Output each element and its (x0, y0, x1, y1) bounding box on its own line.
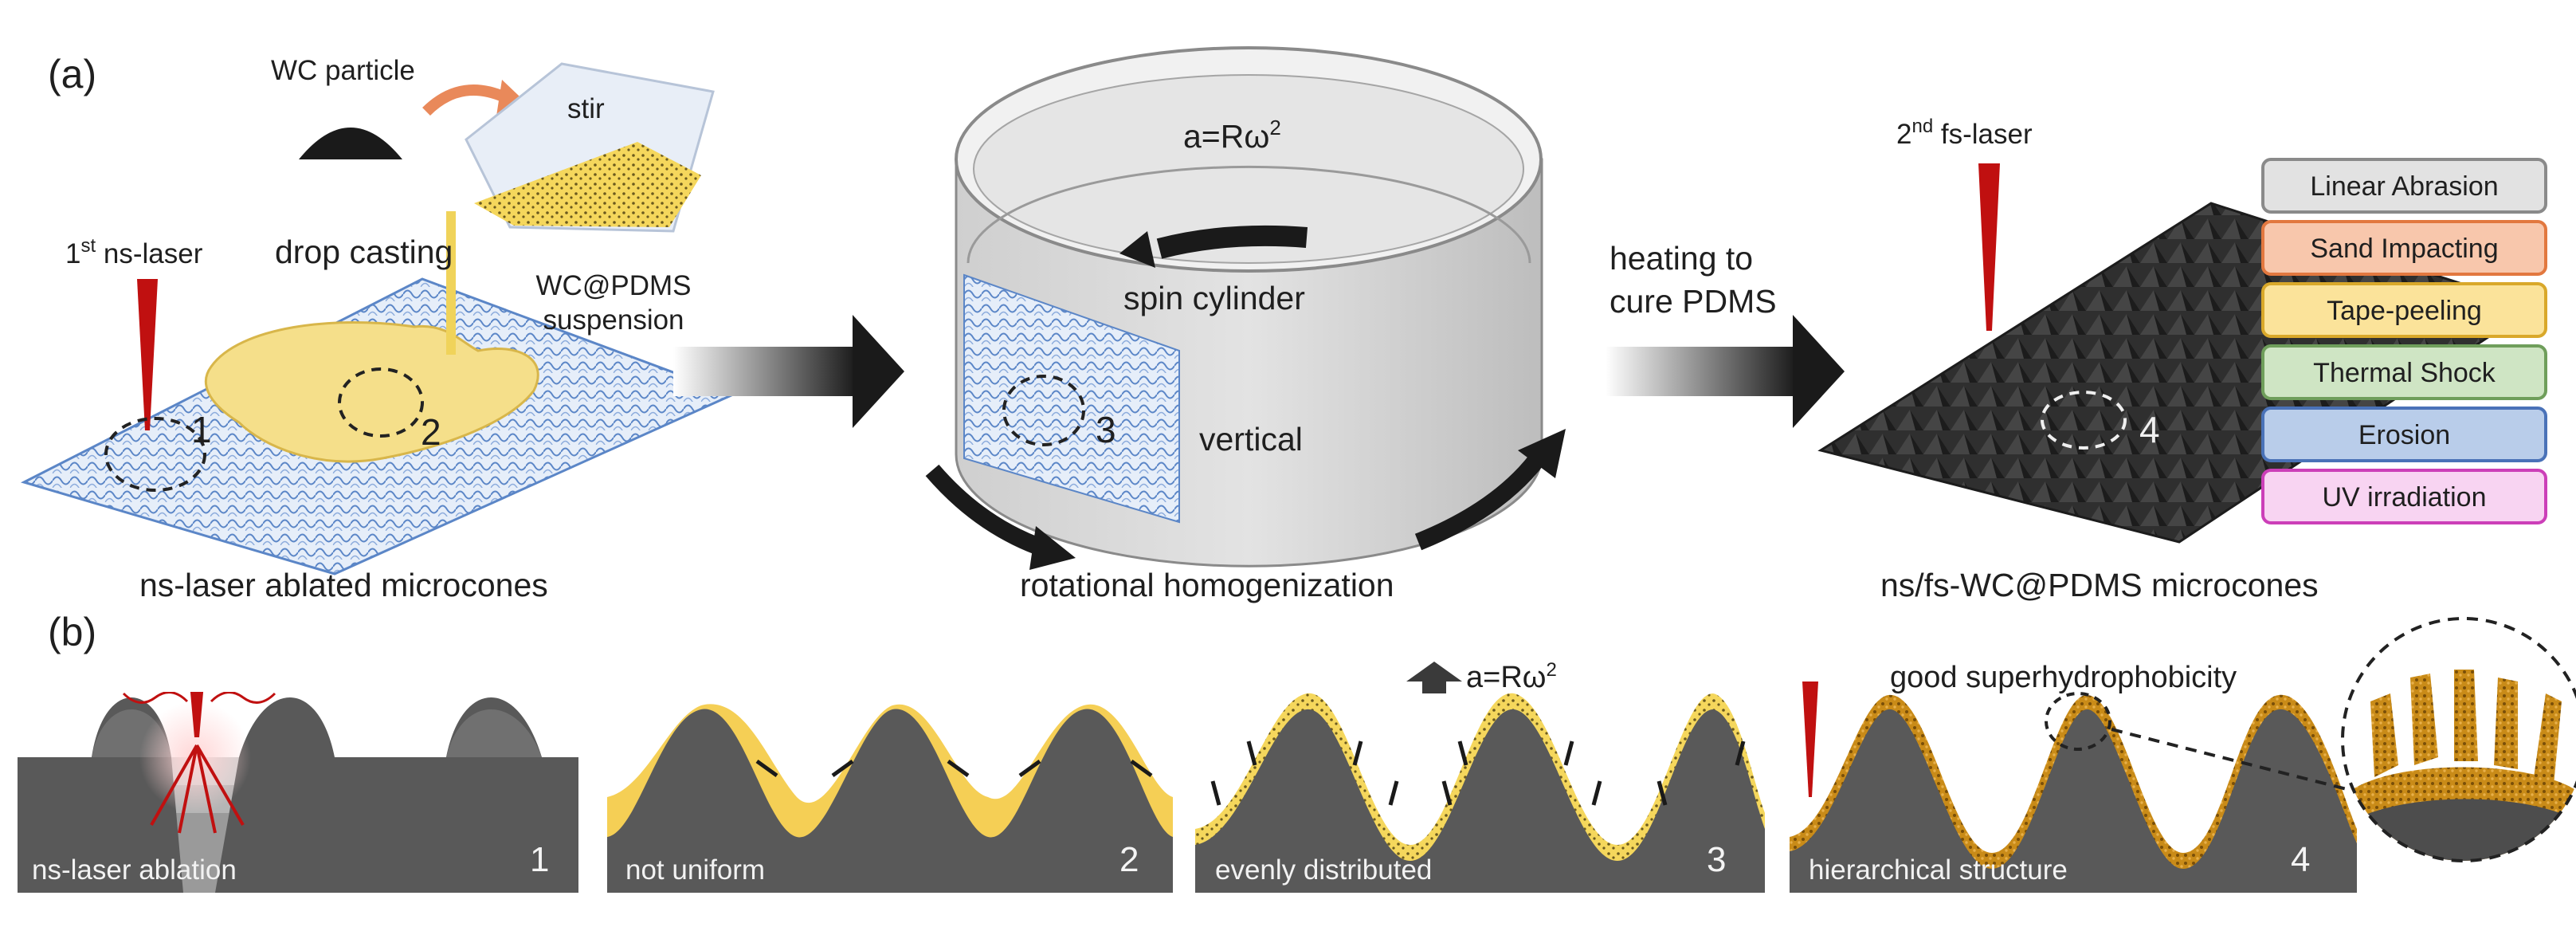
b1-caption: ns-laser ablation (32, 854, 237, 886)
test-box-label: Erosion (2358, 420, 2450, 450)
spin-arrow (1156, 225, 1308, 259)
test-box-bg (2261, 407, 2547, 462)
b-panel-1 (18, 692, 578, 893)
marker2-num: 2 (421, 411, 441, 453)
fs-rest: fs-laser (1933, 119, 2033, 150)
marker2-circle (338, 367, 424, 438)
rotation-arrow-left (925, 464, 1047, 557)
ns-laser-beam (137, 279, 158, 430)
b-panel-2 (607, 692, 1173, 893)
b4-top-label: good superhydrophobicity (1890, 661, 2237, 694)
marker4-num: 4 (2139, 409, 2160, 450)
test-box-bg (2261, 282, 2547, 338)
vertical-mesh (963, 273, 1180, 524)
b3-caption: evenly distributed (1215, 854, 1432, 886)
step2-caption: rotational homogenization (1020, 567, 1394, 603)
panel-b-label: (b) (48, 610, 96, 654)
marker1-circle (104, 417, 206, 492)
test-box: UV irradiation (2261, 469, 2547, 524)
b1-num: 1 (530, 840, 549, 879)
process-arrow-2: heating to cure PDMS (1606, 240, 1845, 428)
test-box: Thermal Shock (2261, 344, 2547, 400)
panel-a-label: (a) (48, 52, 96, 96)
ns-laser-sup: st (80, 235, 96, 257)
b3-up-arrow (1406, 662, 1462, 693)
fs-pre: 2 (1896, 119, 1911, 150)
step3-caption: ns/fs-WC@PDMS microcones (1880, 567, 2319, 603)
spin-arrowhead (1119, 231, 1155, 268)
b4-zoom-inset (2343, 619, 2576, 861)
b2-num: 2 (1119, 840, 1139, 879)
pdms-pool (204, 320, 539, 463)
marker3-circle (1002, 375, 1085, 446)
test-box-bg (2261, 344, 2547, 400)
formula-main: a=Rω (1183, 118, 1269, 155)
b3-formula-main: a=Rω (1466, 661, 1546, 694)
marker3-num: 3 (1096, 409, 1116, 450)
b4-num: 4 (2291, 840, 2310, 879)
b4-caption: hierarchical structure (1809, 854, 2068, 886)
b-panel-4 (1790, 692, 2357, 893)
step1-caption: ns-laser ablated microcones (139, 567, 548, 603)
b4-laser (1802, 682, 1818, 797)
process-arrow-1 (673, 315, 904, 428)
rotation-arrow-right (1414, 453, 1545, 551)
stir-label: stir (567, 93, 605, 124)
test-box-bg (2261, 158, 2547, 214)
cylinder-floor-line (966, 165, 1531, 264)
pour-stream (446, 211, 456, 355)
test-box-bg (2261, 469, 2547, 524)
ns-laser-label: 1st ns-laser (65, 235, 203, 269)
spin-cylinder-label: spin cylinder (1123, 280, 1305, 316)
test-box: Linear Abrasion (2261, 158, 2547, 214)
beaker (465, 62, 715, 233)
test-box-label: UV irradiation (2323, 482, 2487, 513)
drop-casting-label: drop casting (275, 234, 453, 270)
b3-num: 3 (1707, 840, 1726, 879)
wc-particle-pile (299, 128, 402, 159)
test-box: Tape-peeling (2261, 282, 2547, 338)
test-box: Erosion (2261, 407, 2547, 462)
b3-formula-sup: 2 (1546, 659, 1556, 681)
wc-particle-label: WC particle (271, 55, 415, 86)
rotation-arrow-right-head (1518, 429, 1566, 478)
heating-line1: heating to (1610, 240, 1753, 277)
marker1-num: 1 (191, 409, 212, 450)
rotation-arrow-left-head (1029, 526, 1076, 570)
vertical-label: vertical (1199, 421, 1303, 458)
fs-sup: nd (1911, 116, 1933, 137)
formula-sup: 2 (1269, 116, 1280, 139)
test-box-label: Sand Impacting (2310, 234, 2498, 264)
b4-zoom-marker (2045, 692, 2111, 751)
heating-line2: cure PDMS (1610, 283, 1777, 320)
transfer-arrow (422, 84, 513, 116)
ns-laser-rest: ns-laser (96, 238, 203, 269)
cylinder-inner (973, 74, 1524, 264)
fs-laser-label: 2nd fs-laser (1896, 116, 2033, 150)
b-panel-3 (1195, 692, 1765, 893)
test-box-label: Thermal Shock (2313, 358, 2496, 388)
step2-group: a=Rω2 spin cylinder 3 vertical rotationa… (925, 46, 1566, 603)
suspension-line2: suspension (543, 304, 684, 336)
step1-group: WC particle stir drop casting 1st ns-las… (20, 55, 736, 603)
test-box-label: Tape-peeling (2327, 296, 2482, 326)
suspension-line1: WC@PDMS (536, 270, 692, 301)
b3-formula: a=Rω2 (1466, 659, 1557, 694)
test-box: Sand Impacting (2261, 220, 2547, 276)
marker4-circle (2041, 391, 2127, 450)
test-box-label: Linear Abrasion (2310, 171, 2498, 202)
test-box-bg (2261, 220, 2547, 276)
ns-laser-pre: 1 (65, 238, 80, 269)
formula-label: a=Rω2 (1183, 116, 1281, 155)
fs-laser-beam (1978, 163, 2000, 331)
b2-caption: not uniform (625, 854, 765, 886)
b4-zoom-line (2111, 728, 2347, 791)
